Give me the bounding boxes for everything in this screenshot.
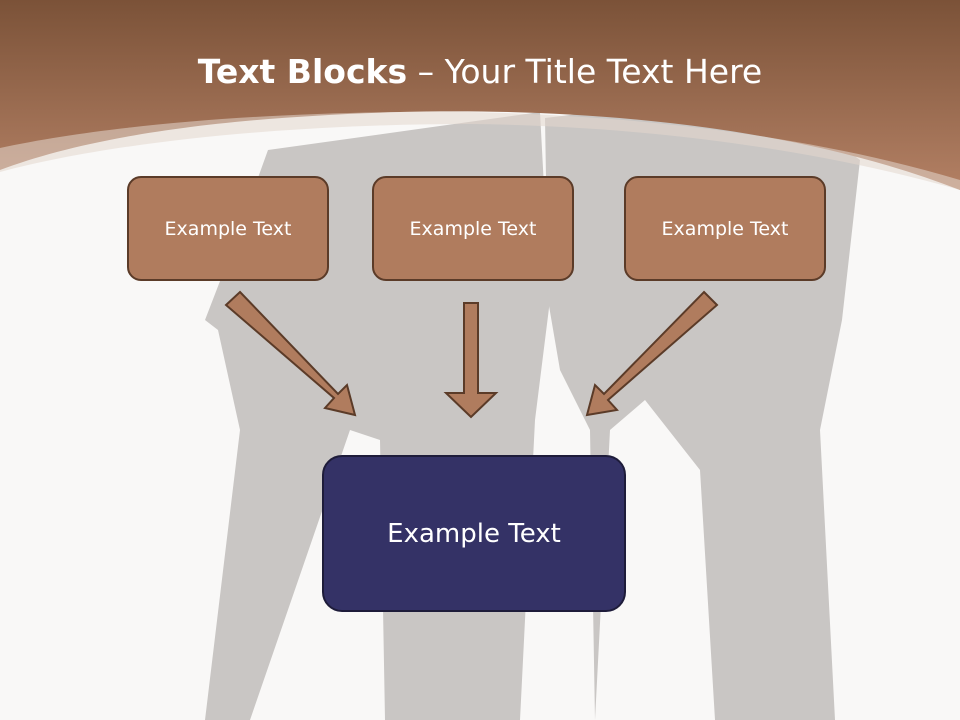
slide-title: Text Blocks – Your Title Text Here <box>0 52 960 91</box>
text-block-right: Example Text <box>624 176 826 281</box>
main-text-block: Example Text <box>322 455 626 612</box>
title-bold-part: Text Blocks <box>197 52 408 91</box>
arrows <box>224 290 719 419</box>
text-block-label: Example Text <box>661 217 789 240</box>
header-light-swoosh <box>0 111 960 190</box>
arrow-left-diagonal <box>224 290 357 417</box>
text-block-center: Example Text <box>372 176 574 281</box>
arrow-right-diagonal <box>585 290 719 417</box>
title-rest: Your Title Text Here <box>444 52 763 91</box>
text-block-label: Example Text <box>409 217 537 240</box>
header-band <box>0 0 960 190</box>
title-dash: – <box>417 52 435 91</box>
arrow-center-down <box>443 302 499 419</box>
main-text-block-label: Example Text <box>387 518 561 549</box>
text-block-left: Example Text <box>127 176 329 281</box>
text-block-label: Example Text <box>164 217 292 240</box>
